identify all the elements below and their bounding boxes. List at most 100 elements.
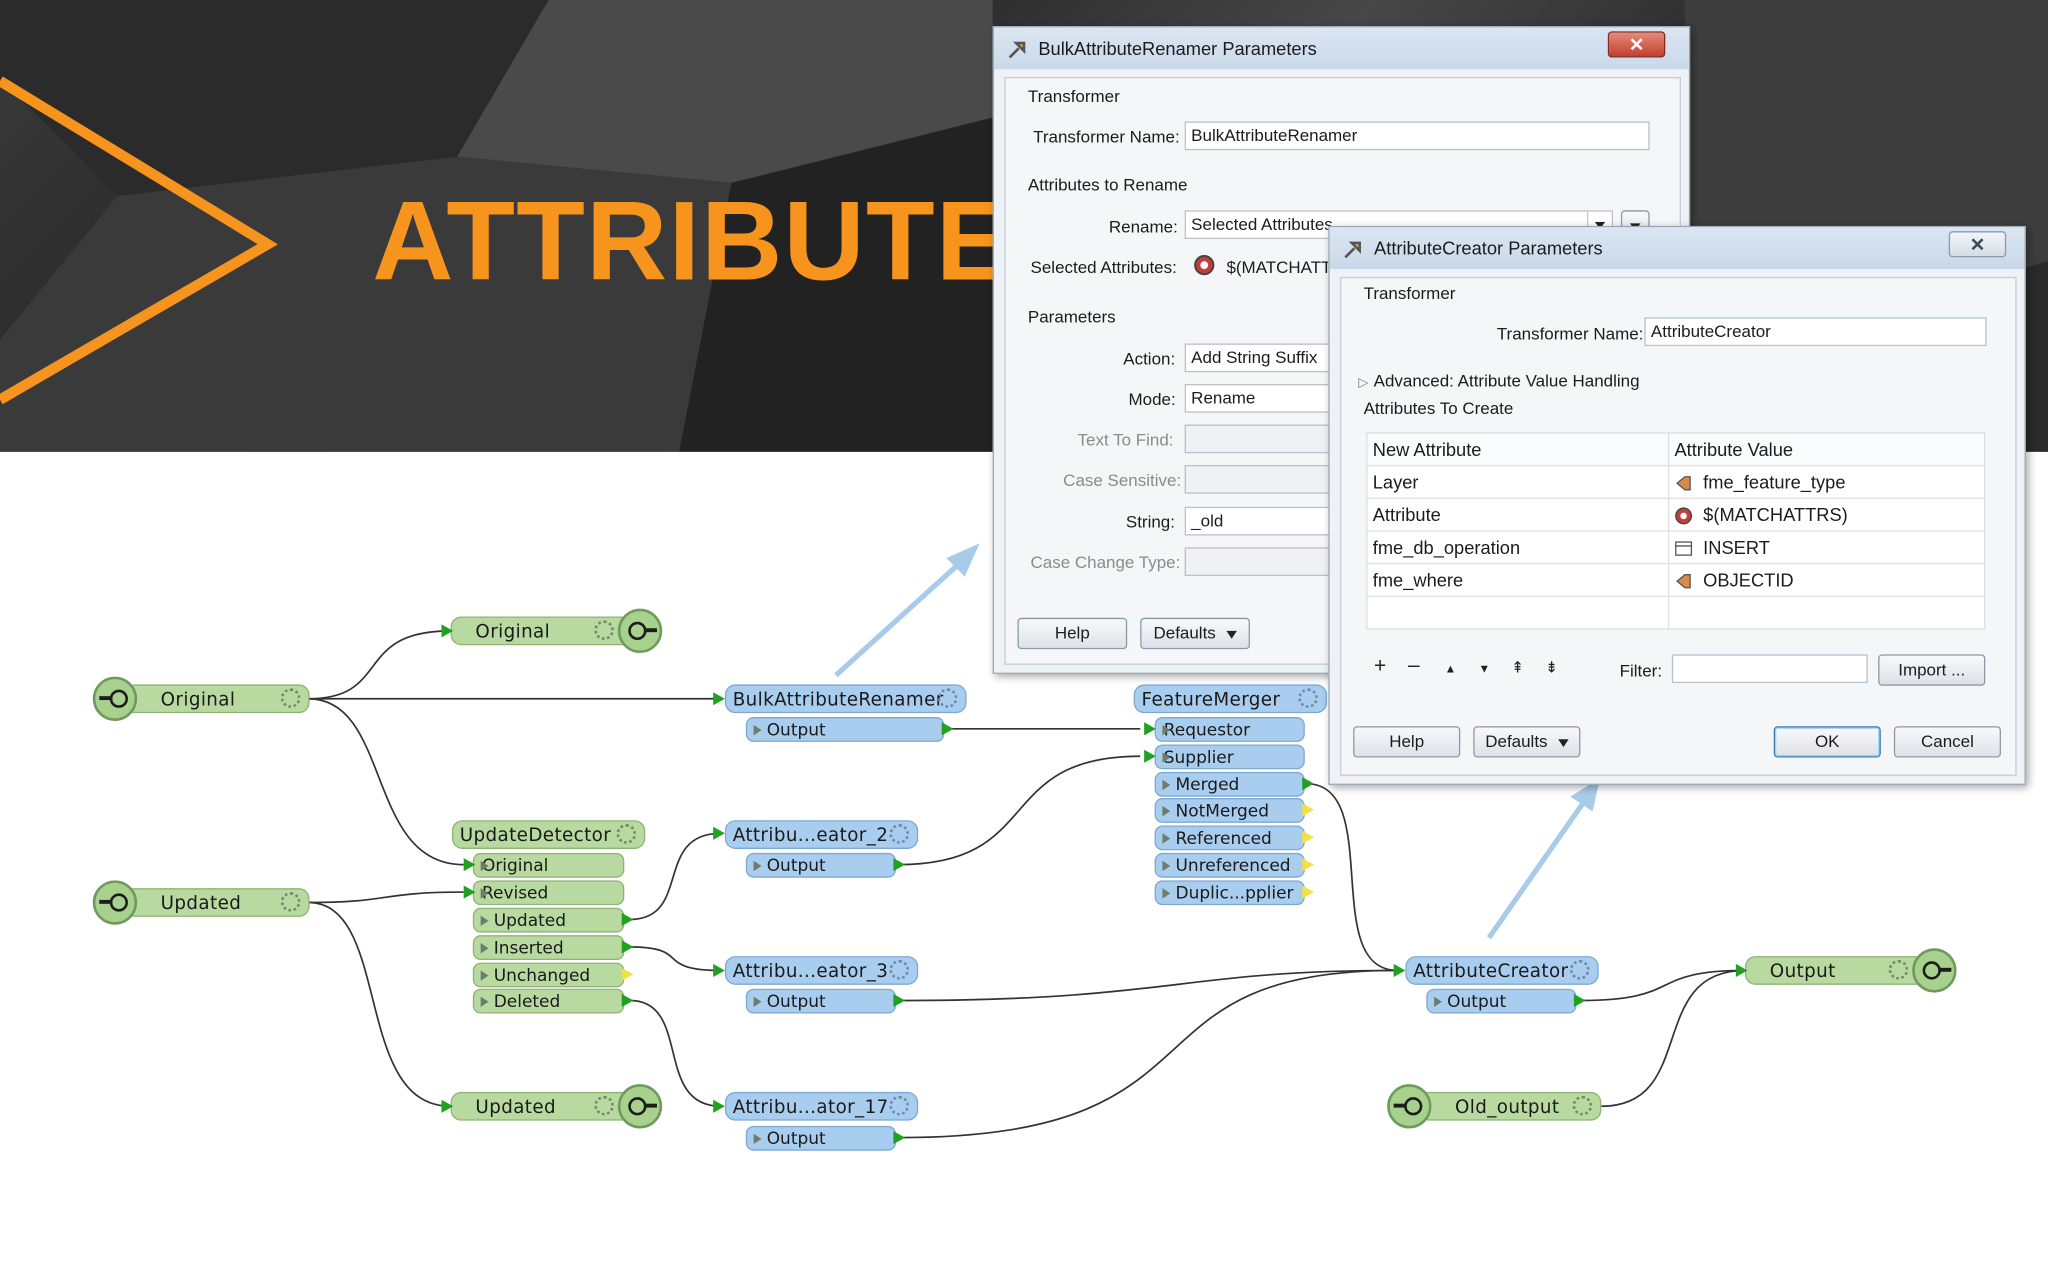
close-button[interactable]: ✕ (1948, 231, 2007, 258)
port-merged[interactable]: Merged (1154, 771, 1305, 797)
section-parameters: Parameters (1027, 306, 1116, 327)
port-duplicate-supplier[interactable]: Duplic...pplier (1154, 880, 1305, 906)
port-supplier[interactable]: Supplier (1154, 744, 1305, 770)
reader-old-output[interactable]: Old_output (1418, 1091, 1602, 1121)
defaults-button[interactable]: Defaults (1473, 726, 1581, 758)
section-attributes-to-rename: Attributes to Rename (1027, 175, 1188, 195)
port-output[interactable]: Output (745, 1125, 896, 1151)
gear-icon[interactable] (889, 1095, 910, 1116)
table-row[interactable]: Layer fme_feature_type (1366, 464, 1986, 499)
import-button[interactable]: Import ... (1878, 654, 1986, 686)
rename-label: Rename: (1108, 216, 1178, 237)
help-button[interactable]: Help (1017, 617, 1128, 650)
chevron-right-icon: ▷ (1358, 376, 1369, 391)
transformer-name-label: Transformer Name: (1496, 323, 1644, 344)
gear-icon[interactable] (937, 688, 958, 708)
remove-row-button[interactable]: – (1407, 654, 1420, 677)
transformer-name-input[interactable]: BulkAttributeRenamer (1184, 121, 1650, 151)
output-port-icon (893, 858, 906, 872)
port-output[interactable]: Output (745, 852, 896, 878)
table-row[interactable]: Attribute $(MATCHATTRS) (1366, 497, 1986, 532)
attribute-creator-17[interactable]: Attribu...ator_17 (724, 1091, 919, 1121)
attribute-creator[interactable]: AttributeCreator (1405, 956, 1599, 985)
new-attribute-cell[interactable]: fme_where (1366, 562, 1670, 597)
help-button[interactable]: Help (1353, 726, 1461, 758)
fme-transformer-icon (1344, 241, 1361, 259)
reader-original[interactable]: Original (124, 684, 310, 714)
transformer-label: FeatureMerger (1141, 689, 1281, 711)
port-unchanged[interactable]: Unchanged (472, 962, 625, 988)
move-down-button[interactable]: ▼ (1478, 662, 1491, 676)
transformer-name-input[interactable]: AttributeCreator (1644, 317, 1987, 347)
port-inserted[interactable]: Inserted (472, 935, 625, 960)
new-attribute-cell[interactable]: Layer (1366, 464, 1670, 499)
gear-icon[interactable] (1569, 959, 1590, 980)
gear-icon[interactable] (1298, 688, 1318, 708)
update-detector[interactable]: UpdateDetector (451, 820, 646, 849)
attribute-creator-dialog: AttributeCreator Parameters ✕ Transforme… (1328, 225, 2026, 785)
port-output[interactable]: Output (745, 717, 945, 742)
reader-updated[interactable]: Updated (124, 888, 310, 917)
filter-label: Filter: (1619, 660, 1663, 681)
attribute-creator-3[interactable]: Attribu...eator_3 (724, 956, 919, 985)
parameter-icon (1675, 507, 1693, 525)
move-up-button[interactable]: ▲ (1444, 662, 1457, 676)
port-unreferenced[interactable]: Unreferenced (1154, 852, 1305, 878)
writer-label: Output (1769, 961, 1836, 983)
selected-attributes-label: Selected Attributes: (1030, 257, 1177, 277)
gear-icon[interactable] (889, 824, 910, 844)
attribute-value-cell[interactable]: INSERT (1667, 530, 1986, 565)
bulk-attribute-renamer[interactable]: BulkAttributeRenamer (724, 684, 967, 714)
column-header-new-attribute[interactable]: New Attribute (1366, 432, 1670, 467)
port-requestor[interactable]: Requestor (1154, 717, 1305, 742)
gear-icon[interactable] (616, 824, 637, 844)
column-header-attribute-value[interactable]: Attribute Value (1667, 432, 1986, 467)
gear-icon[interactable] (1888, 959, 1909, 980)
close-button[interactable]: ✕ (1607, 31, 1666, 58)
port-referenced[interactable]: Referenced (1154, 825, 1305, 851)
writer-original[interactable]: Original (450, 616, 634, 646)
port-revised[interactable]: Revised (472, 880, 625, 906)
move-bottom-button[interactable]: ⇟ (1545, 658, 1559, 677)
gear-icon[interactable] (889, 959, 910, 980)
output-port-icon (941, 722, 954, 736)
table-row[interactable]: fme_db_operation INSERT (1366, 530, 1986, 565)
cancel-button[interactable]: Cancel (1893, 726, 2001, 758)
writer-port-icon (1912, 948, 1957, 993)
output-port-icon (621, 967, 634, 981)
attribute-value-cell[interactable]: OBJECTID (1667, 562, 1986, 597)
feature-merger[interactable]: FeatureMerger (1133, 684, 1328, 714)
input-port-icon (713, 826, 725, 840)
selected-attributes-value[interactable]: $(MATCHATTR (1226, 257, 1344, 277)
writer-updated[interactable]: Updated (450, 1091, 634, 1121)
ok-button[interactable]: OK (1773, 726, 1881, 758)
filter-input[interactable] (1671, 654, 1868, 684)
port-updated[interactable]: Updated (472, 907, 625, 933)
gear-icon[interactable] (594, 620, 614, 640)
new-attribute-cell[interactable]: Attribute (1366, 497, 1670, 532)
port-output[interactable]: Output (1426, 988, 1577, 1014)
attribute-creator-2[interactable]: Attribu...eator_2 (724, 820, 919, 849)
port-output[interactable]: Output (745, 988, 896, 1014)
output-port-icon (1302, 803, 1314, 817)
gear-icon[interactable] (594, 1095, 614, 1116)
gear-icon[interactable] (280, 688, 301, 708)
table-row[interactable]: fme_where OBJECTID (1366, 562, 1986, 597)
attribute-value-cell[interactable]: fme_feature_type (1667, 464, 1986, 499)
port-deleted[interactable]: Deleted (472, 988, 625, 1014)
writer-output[interactable]: Output (1744, 956, 1928, 985)
port-notmerged[interactable]: NotMerged (1154, 798, 1305, 823)
advanced-toggle[interactable]: ▷Advanced: Attribute Value Handling (1358, 370, 1640, 391)
gear-icon[interactable] (280, 892, 301, 912)
attribute-value-cell[interactable]: $(MATCHATTRS) (1667, 497, 1986, 532)
add-row-button[interactable]: + (1374, 655, 1387, 678)
table-row[interactable] (1366, 595, 1986, 630)
new-attribute-cell[interactable]: fme_db_operation (1366, 530, 1670, 565)
section-transformer: Transformer (1027, 86, 1120, 106)
move-top-button[interactable]: ⇞ (1511, 658, 1525, 677)
port-original[interactable]: Original (472, 852, 625, 878)
gear-icon[interactable] (1572, 1095, 1593, 1116)
defaults-button[interactable]: Defaults (1140, 617, 1250, 650)
